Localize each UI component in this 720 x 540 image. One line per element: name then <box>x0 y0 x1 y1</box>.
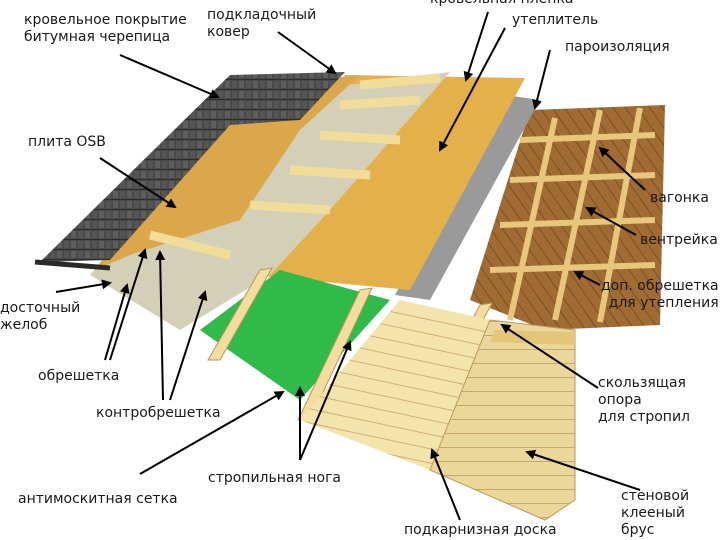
wall-beam-end <box>490 330 575 345</box>
wall-beam <box>429 319 576 521</box>
label-gutter: досточный желоб <box>0 300 81 333</box>
label-eaves-board: подкарнизная доска <box>404 522 557 538</box>
label-insulation: утеплитель <box>512 12 599 28</box>
label-rafter: стропильная нога <box>208 470 342 486</box>
label-underlay: подкладочный ковер <box>207 7 317 40</box>
osb-board <box>95 75 360 270</box>
label-ventrail: вентрейка <box>640 232 718 248</box>
label-roof-covering: кровельное покрытие битумная черепица <box>24 12 187 45</box>
gutter <box>34 259 111 271</box>
label-roof-membrane: кровельная пленка <box>430 0 573 8</box>
insulation-layer <box>250 75 525 290</box>
label-extra-batten: доп. обрешетка для утепления <box>601 278 719 311</box>
label-batten: обрешетка <box>38 368 120 384</box>
extra-batten-grid <box>489 107 656 323</box>
label-lining: вагонка <box>650 190 709 206</box>
label-mosquito-net: антимоскитная сетка <box>18 491 178 507</box>
batten-strips <box>148 73 441 260</box>
leader-lines <box>55 11 646 521</box>
label-osb: плита OSB <box>28 134 106 150</box>
label-vapor-barrier: пароизоляция <box>565 39 670 55</box>
label-sliding-support: скользящая опора для стропил <box>598 375 691 425</box>
label-counter-batten: контробрешетка <box>96 405 221 421</box>
eaves-board <box>300 300 490 470</box>
label-wall-beam: стеновой клееный брус <box>621 488 690 538</box>
shingle-roofing <box>40 72 345 262</box>
